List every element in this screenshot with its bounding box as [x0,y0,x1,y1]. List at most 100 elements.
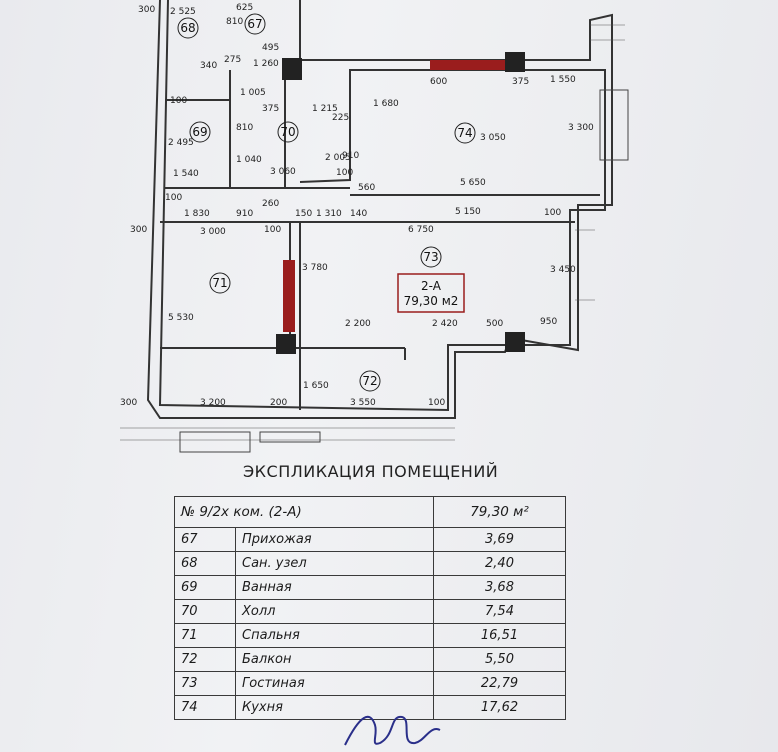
svg-text:810: 810 [236,123,253,133]
room-name: Кухня [235,695,434,720]
svg-text:495: 495 [262,43,279,53]
svg-text:100: 100 [170,96,187,106]
room-area: 3,69 [433,527,566,552]
svg-text:2 525: 2 525 [170,7,196,17]
svg-text:1 540: 1 540 [173,169,199,179]
svg-text:150: 150 [295,209,312,219]
room-number: 74 [174,695,236,720]
room-number: 73 [174,671,236,696]
svg-text:2-A: 2-A [421,279,442,293]
svg-text:2 005: 2 005 [325,153,351,163]
columns [276,52,525,354]
room-name: Прихожая [235,527,434,552]
apartment-total: 79,30 м² [433,496,566,528]
svg-text:950: 950 [540,317,557,327]
room-name: Ванная [235,575,434,600]
svg-text:3 450: 3 450 [550,265,576,275]
room-70: 70 [280,125,295,139]
svg-text:1 040: 1 040 [236,155,262,165]
table-row: 74 Кухня 17,62 [174,695,566,720]
svg-text:6 750: 6 750 [408,225,434,235]
room-69: 69 [192,125,207,139]
svg-text:3 050: 3 050 [480,133,506,143]
room-number: 68 [174,551,236,576]
svg-text:3 060: 3 060 [270,167,296,177]
svg-text:340: 340 [200,61,217,71]
svg-text:260: 260 [262,199,279,209]
room-area: 7,54 [433,599,566,624]
explication-table: № 9/2х ком. (2-А) 79,30 м² 67 Прихожая 3… [174,496,566,720]
walls [146,0,613,419]
svg-text:375: 375 [262,104,279,114]
svg-text:140: 140 [350,209,367,219]
svg-text:2 200: 2 200 [345,319,371,329]
room-name: Сан. узел [235,551,434,576]
svg-text:910: 910 [342,151,359,161]
room-name: Холл [235,599,434,624]
explication-title: ЭКСПЛИКАЦИЯ ПОМЕЩЕНИЙ [243,462,499,481]
svg-text:375: 375 [512,77,529,87]
svg-text:1 650: 1 650 [303,381,329,391]
svg-text:3 780: 3 780 [302,263,328,273]
accent-walls [283,60,505,332]
svg-text:225: 225 [332,113,349,123]
svg-text:3 000: 3 000 [200,227,226,237]
svg-text:5 150: 5 150 [455,207,481,217]
table-header-row: № 9/2х ком. (2-А) 79,30 м² [174,496,566,528]
table-row: 69 Ванная 3,68 [174,575,566,600]
svg-text:100: 100 [428,398,445,408]
svg-text:1 550: 1 550 [550,75,576,85]
room-number: 67 [174,527,236,552]
room-area: 16,51 [433,623,566,648]
svg-text:600: 600 [430,77,447,87]
svg-text:100: 100 [165,193,182,203]
svg-text:100: 100 [544,208,561,218]
room-67: 68 [180,21,195,35]
svg-text:1 260: 1 260 [253,59,279,69]
window-bay [179,89,629,453]
svg-text:500: 500 [486,319,503,329]
room-number: 70 [174,599,236,624]
svg-text:300: 300 [120,398,137,408]
svg-text:275: 275 [224,55,241,65]
svg-text:100: 100 [336,168,353,178]
svg-text:1 830: 1 830 [184,209,210,219]
room-area: 22,79 [433,671,566,696]
svg-text:200: 200 [270,398,287,408]
svg-text:3 200: 3 200 [200,398,226,408]
svg-text:5 530: 5 530 [168,313,194,323]
table-row: 73 Гостиная 22,79 [174,671,566,696]
svg-text:560: 560 [358,183,375,193]
svg-text:3 550: 3 550 [350,398,376,408]
svg-text:1 310: 1 310 [316,209,342,219]
room-area: 5,50 [433,647,566,672]
svg-text:5 650: 5 650 [460,178,486,188]
room-area: 3,68 [433,575,566,600]
svg-text:3 300: 3 300 [568,123,594,133]
table-row: 70 Холл 7,54 [174,599,566,624]
svg-text:810: 810 [226,17,243,27]
svg-text:1 005: 1 005 [240,88,266,98]
room-74: 74 [457,126,472,140]
apartment-label: 2-A 79,30 м2 [397,273,465,313]
room-68: 67 [247,17,262,31]
room-72: 72 [362,374,377,388]
room-name: Балкон [235,647,434,672]
svg-text:1 680: 1 680 [373,99,399,109]
room-71: 71 [212,276,227,290]
room-name: Гостиная [235,671,434,696]
room-area: 2,40 [433,551,566,576]
svg-text:300: 300 [138,5,155,15]
floor-plan: 68 67 69 70 74 71 73 72 2-A 79,30 м2 300… [120,0,629,453]
room-number: 71 [174,623,236,648]
room-number: 72 [174,647,236,672]
room-markers: 68 67 69 70 74 71 73 72 [177,13,476,392]
svg-text:1 215: 1 215 [312,104,338,114]
table-row: 68 Сан. узел 2,40 [174,551,566,576]
svg-text:300: 300 [130,225,147,235]
room-name: Спальня [235,623,434,648]
svg-text:79,30 м2: 79,30 м2 [404,294,459,308]
svg-text:100: 100 [264,225,281,235]
svg-text:625: 625 [236,3,253,13]
